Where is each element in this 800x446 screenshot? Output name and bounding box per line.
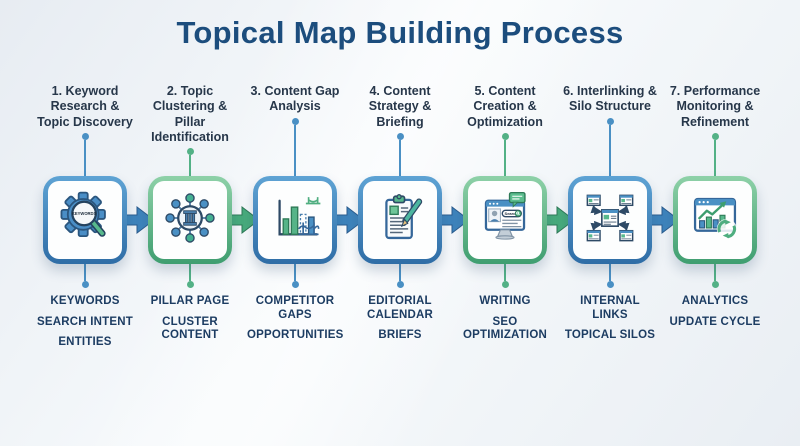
keyword-item: PILLAR PAGE <box>150 295 230 307</box>
interlinking-icon <box>581 189 639 252</box>
connector-dot <box>711 281 719 288</box>
step-column-7: 7. Performance Monitoring & Refinement <box>663 84 768 357</box>
step-column-3: 3. Content Gap Analysis <box>243 84 365 357</box>
step-6-keywords: INTERNAL LINKS TOPICAL SILOS <box>562 295 658 350</box>
performance-analytics-icon <box>686 189 744 252</box>
connector-line <box>398 139 402 176</box>
connector-line <box>398 264 402 281</box>
page-title: Topical Map Building Process <box>176 15 624 50</box>
connector-line <box>83 264 87 281</box>
step-6-icon-box <box>568 176 652 264</box>
step-2-icon-box <box>148 176 232 264</box>
step-1-keywords: KEYWORDS SEARCH INTENT ENTITIES <box>37 295 133 357</box>
step-3-title: 3. Content Gap Analysis <box>250 84 340 114</box>
step-column-4: 4. Content Strategy & Briefing <box>348 84 470 357</box>
connector-line <box>83 139 87 176</box>
keyword-item: BRIEFS <box>378 329 422 342</box>
content-creation-icon: Search <box>476 189 534 252</box>
connector-dot <box>501 132 509 140</box>
step-7-keywords: ANALYTICS UPDATE CYCLE <box>667 295 763 336</box>
keyword-item: EDITORIAL CALENDAR <box>366 295 434 321</box>
keyword-item: INTERNAL LINKS <box>580 295 640 321</box>
step-column-2: 2. Topic Clustering & Pillar Identificat… <box>138 84 260 357</box>
keywords-lens-label: KEYWORDS <box>72 211 97 216</box>
keyword-research-icon: KEYWORDS <box>56 189 114 252</box>
step-5-icon-box: Search <box>463 176 547 264</box>
step-4-icon-box <box>358 176 442 264</box>
keyword-item: UPDATE CYCLE <box>669 315 761 328</box>
connector-dot <box>396 132 404 140</box>
step-1-title: 1. Keyword Research & Topic Discovery <box>37 84 133 129</box>
step-5-title: 5. Content Creation & Optimization <box>467 84 543 129</box>
connector-dot <box>291 281 299 288</box>
connector-line <box>608 264 612 281</box>
connector-dot <box>186 281 194 288</box>
connector-line <box>503 139 507 176</box>
step-5-keywords: WRITING SEO OPTIMIZATION <box>457 295 553 350</box>
connector-dot <box>606 117 614 125</box>
step-2-keywords: PILLAR PAGE CLUSTER CONTENT <box>142 295 238 350</box>
process-flow: 1. Keyword Research & Topic Discovery <box>0 84 800 357</box>
keyword-item: SEO OPTIMIZATION <box>463 315 547 342</box>
connector-line <box>713 264 717 281</box>
connector-line <box>293 264 297 281</box>
connector-line <box>713 139 717 176</box>
keyword-item: OPPORTUNITIES <box>247 329 344 342</box>
keyword-item: COMPETITOR GAPS <box>255 295 335 321</box>
keyword-item: WRITING <box>479 295 531 307</box>
connector-dot <box>396 281 404 288</box>
step-4-keywords: EDITORIAL CALENDAR BRIEFS <box>352 295 448 350</box>
connector-dot <box>501 281 509 288</box>
connector-dot <box>81 132 89 140</box>
step-column-6: 6. Interlinking & Silo Structure <box>558 84 680 357</box>
connector-dot <box>291 117 299 125</box>
connector-line <box>188 264 192 281</box>
keyword-item: SEARCH INTENT <box>37 315 133 328</box>
connector-line <box>188 155 192 176</box>
step-2-title: 2. Topic Clustering & Pillar Identificat… <box>151 84 229 144</box>
keyword-item: ENTITIES <box>58 336 112 349</box>
step-3-keywords: COMPETITOR GAPS OPPORTUNITIES <box>247 295 343 350</box>
connector-line <box>293 124 297 176</box>
connector-dot <box>606 281 614 288</box>
keyword-item: CLUSTER CONTENT <box>161 315 219 342</box>
step-7-title: 7. Performance Monitoring & Refinement <box>669 84 761 129</box>
keyword-item: TOPICAL SILOS <box>564 329 656 342</box>
step-column-5: 5. Content Creation & Optimization <box>453 84 575 357</box>
keyword-item: ANALYTICS <box>681 295 749 307</box>
step-3-icon-box <box>253 176 337 264</box>
step-7-icon-box <box>673 176 757 264</box>
connector-dot <box>186 148 194 155</box>
step-6-title: 6. Interlinking & Silo Structure <box>563 84 657 114</box>
step-4-title: 4. Content Strategy & Briefing <box>368 84 432 129</box>
gap-analysis-icon <box>266 189 324 252</box>
connector-line <box>503 264 507 281</box>
step-column-1: 1. Keyword Research & Topic Discovery <box>33 84 155 357</box>
connector-dot <box>711 132 719 140</box>
connector-dot <box>81 281 89 288</box>
keyword-item: KEYWORDS <box>50 295 120 307</box>
topic-cluster-icon <box>161 189 219 252</box>
connector-line <box>608 124 612 176</box>
step-1-icon-box: KEYWORDS <box>43 176 127 264</box>
content-brief-icon <box>371 189 429 252</box>
